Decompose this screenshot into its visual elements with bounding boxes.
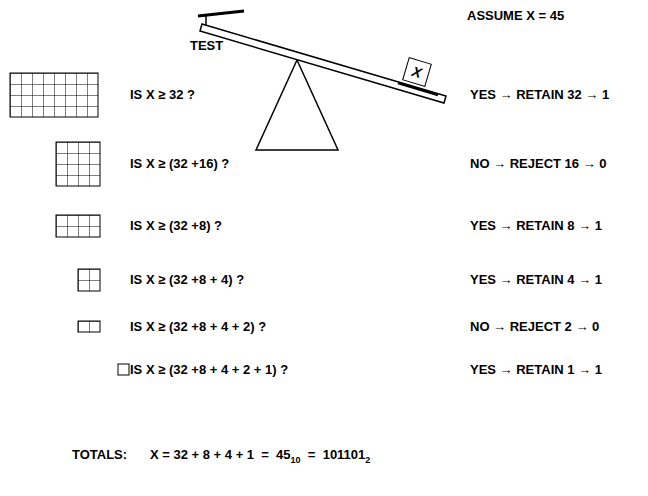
test-question: IS X ≥ (32 +8) ? bbox=[130, 218, 222, 234]
grid-2 bbox=[78, 321, 100, 332]
pivot-triangle bbox=[256, 60, 338, 150]
grid-16 bbox=[56, 142, 100, 186]
left-pan bbox=[198, 11, 244, 16]
balance-scale bbox=[198, 11, 446, 150]
totals-equation-part: = 101101 bbox=[301, 447, 366, 463]
grid-8 bbox=[56, 215, 100, 237]
test-result: NO → REJECT 2 → 0 bbox=[470, 319, 599, 335]
test-result: YES → RETAIN 32 → 1 bbox=[470, 87, 609, 103]
grid-4 bbox=[78, 269, 100, 291]
test-question: IS X ≥ (32 +8 + 4 + 2) ? bbox=[130, 319, 266, 335]
test-result: YES → RETAIN 4 → 1 bbox=[470, 272, 602, 288]
assumption-note: ASSUME X = 45 bbox=[467, 8, 564, 24]
weight-box: X bbox=[402, 57, 432, 87]
totals-equation-part: X = 32 + 8 + 4 + 1 = 45 bbox=[150, 447, 291, 463]
test-question: IS X ≥ (32 +8 + 4 + 2 + 1) ? bbox=[130, 362, 288, 378]
heading: TEST bbox=[190, 38, 223, 54]
grid-32 bbox=[10, 73, 98, 117]
weight-label: X bbox=[410, 63, 424, 81]
totals-equation: X = 32 + 8 + 4 + 1 = 4510 = 1011012 bbox=[150, 447, 370, 464]
test-question: IS X ≥ (32 +8 + 4) ? bbox=[130, 272, 244, 288]
base-subscript: 2 bbox=[365, 452, 370, 468]
test-result: NO → REJECT 16 → 0 bbox=[470, 156, 607, 172]
beam bbox=[200, 24, 446, 103]
test-question: IS X ≥ (32 +16) ? bbox=[130, 156, 229, 172]
weight-grids bbox=[10, 73, 129, 375]
grid-1 bbox=[118, 364, 129, 375]
test-result: YES → RETAIN 1 → 1 bbox=[470, 362, 602, 378]
test-result: YES → RETAIN 8 → 1 bbox=[470, 218, 602, 234]
test-question: IS X ≥ 32 ? bbox=[130, 87, 195, 103]
totals-label: TOTALS: bbox=[72, 447, 127, 463]
base-subscript: 10 bbox=[291, 452, 301, 468]
